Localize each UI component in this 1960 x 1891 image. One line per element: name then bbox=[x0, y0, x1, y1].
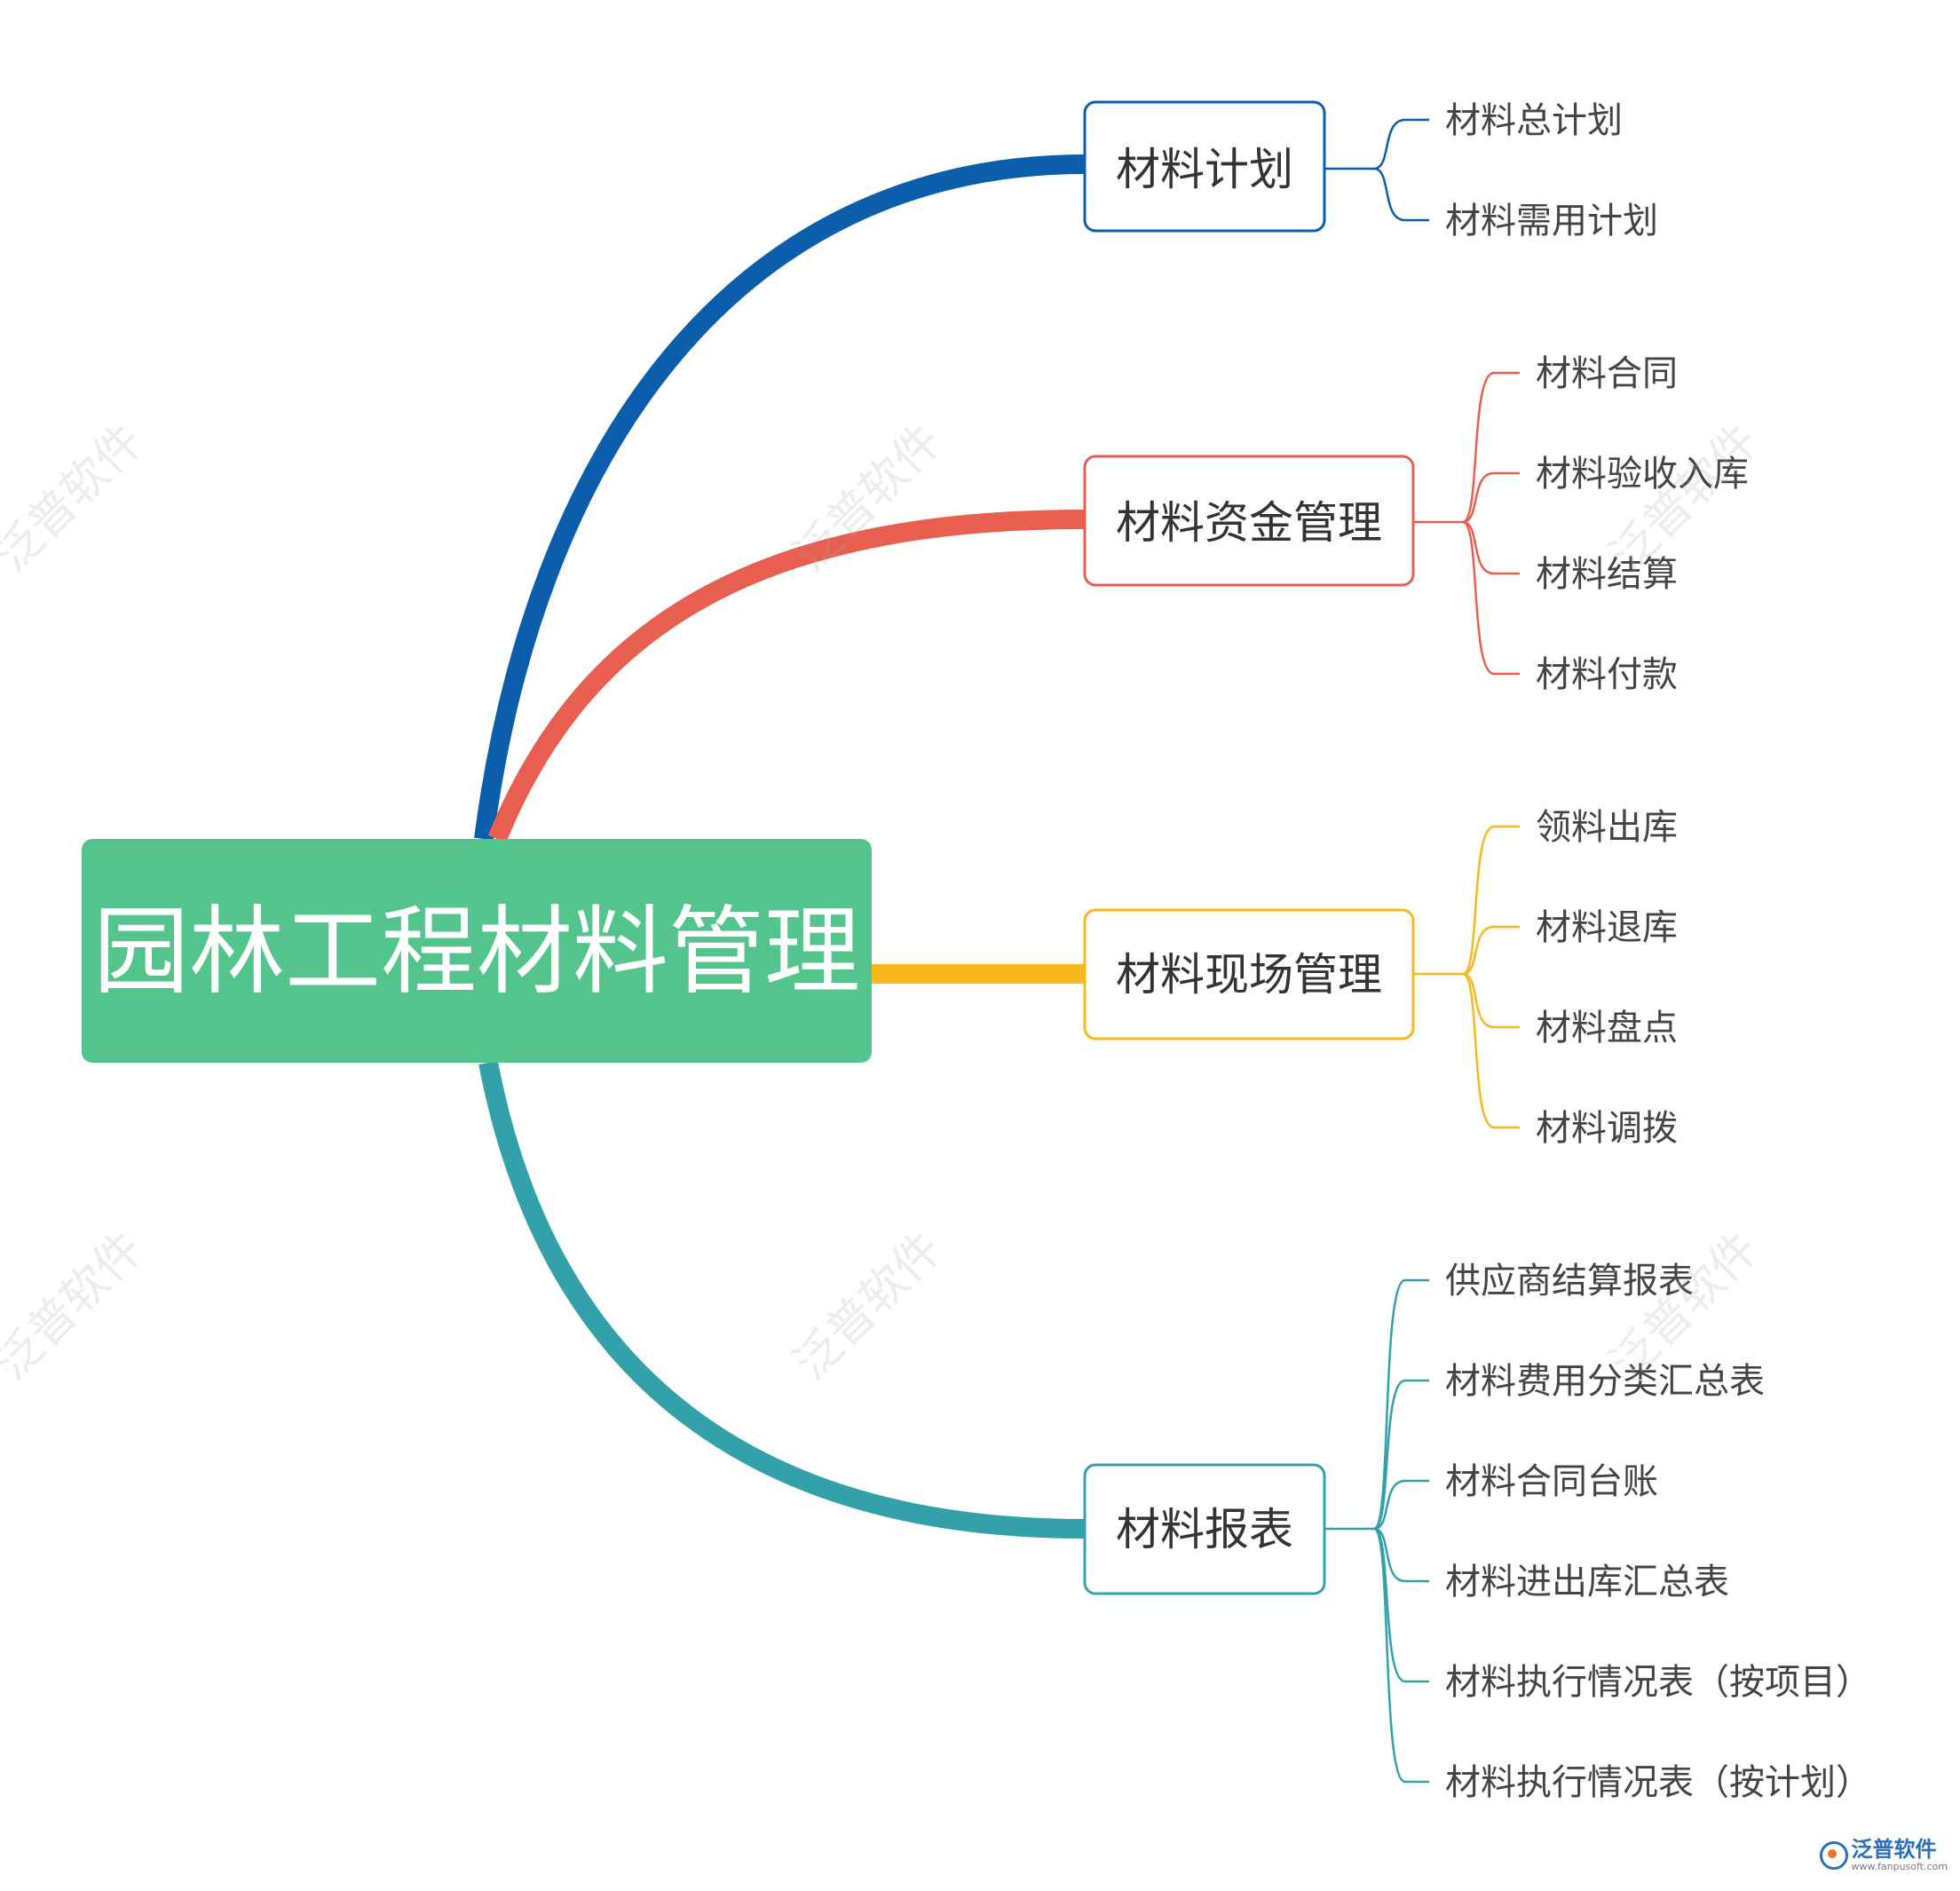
leaf-node[interactable]: 材料验收入库 bbox=[1536, 454, 1749, 495]
leaf-link bbox=[1462, 972, 1520, 1029]
branch-node[interactable] bbox=[1083, 1463, 1326, 1595]
leaf-link bbox=[1372, 1527, 1429, 1784]
logo-url: www.fanpusoft.com bbox=[1851, 1861, 1948, 1872]
leaf-node[interactable]: 供应商结算报表 bbox=[1445, 1261, 1694, 1302]
leaf-link bbox=[1373, 1527, 1429, 1683]
branch-node[interactable] bbox=[1083, 455, 1415, 587]
leaf-node[interactable]: 材料合同台账 bbox=[1445, 1461, 1658, 1502]
leaf-node[interactable]: 材料执行情况表（按项目） bbox=[1445, 1662, 1871, 1703]
branch-label: 材料报表 bbox=[1116, 1504, 1293, 1555]
leaf-node[interactable]: 材料退库 bbox=[1536, 907, 1678, 948]
branch-label: 材料计划 bbox=[1116, 144, 1293, 195]
leaf-link bbox=[1372, 1278, 1429, 1531]
root-label: 园林工程材料管理 bbox=[93, 897, 860, 1008]
leaf-link bbox=[1373, 118, 1429, 170]
branch-label: 材料现场管理 bbox=[1116, 949, 1382, 1001]
leaf-link bbox=[1462, 972, 1520, 1129]
leaf-node[interactable]: 材料盘点 bbox=[1536, 1008, 1678, 1048]
leaf-link bbox=[1373, 1527, 1429, 1583]
leaf-node[interactable]: 材料调拨 bbox=[1536, 1108, 1678, 1149]
leaf-node[interactable]: 材料进出库汇总表 bbox=[1445, 1562, 1729, 1602]
branch-link bbox=[474, 154, 1086, 841]
branch-node[interactable] bbox=[1083, 908, 1415, 1040]
leaf-link bbox=[1373, 167, 1429, 222]
leaf-node[interactable]: 材料费用分类汇总表 bbox=[1445, 1361, 1765, 1402]
leaf-node[interactable]: 材料执行情况表（按计划） bbox=[1445, 1762, 1871, 1803]
brand-logo: 泛普软件 www.fanpusoft.com bbox=[1819, 1837, 1948, 1872]
leaf-link bbox=[1462, 471, 1520, 524]
leaf-link bbox=[1462, 371, 1520, 524]
branch-label: 材料资金管理 bbox=[1116, 497, 1382, 549]
logo-name: 泛普软件 bbox=[1851, 1837, 1937, 1862]
root-node[interactable] bbox=[82, 839, 872, 1063]
leaf-node[interactable]: 材料付款 bbox=[1536, 654, 1678, 695]
logo-icon bbox=[1819, 1840, 1848, 1870]
branch-link bbox=[487, 510, 1086, 843]
leaf-node[interactable]: 材料需用计划 bbox=[1445, 201, 1658, 241]
leaf-node[interactable]: 材料合同 bbox=[1536, 353, 1678, 394]
leaf-link bbox=[1462, 825, 1520, 976]
branch-link bbox=[478, 1060, 1086, 1539]
leaf-link bbox=[1462, 925, 1520, 976]
leaf-link bbox=[1462, 520, 1520, 575]
leaf-link bbox=[1373, 1479, 1429, 1531]
leaf-link bbox=[1373, 1379, 1429, 1531]
leaf-link bbox=[1462, 520, 1520, 676]
leaf-node[interactable]: 材料总计划 bbox=[1445, 100, 1623, 141]
branch-node[interactable] bbox=[1083, 100, 1326, 233]
leaf-node[interactable]: 材料结算 bbox=[1536, 554, 1678, 595]
leaf-node[interactable]: 领料出库 bbox=[1536, 807, 1678, 848]
